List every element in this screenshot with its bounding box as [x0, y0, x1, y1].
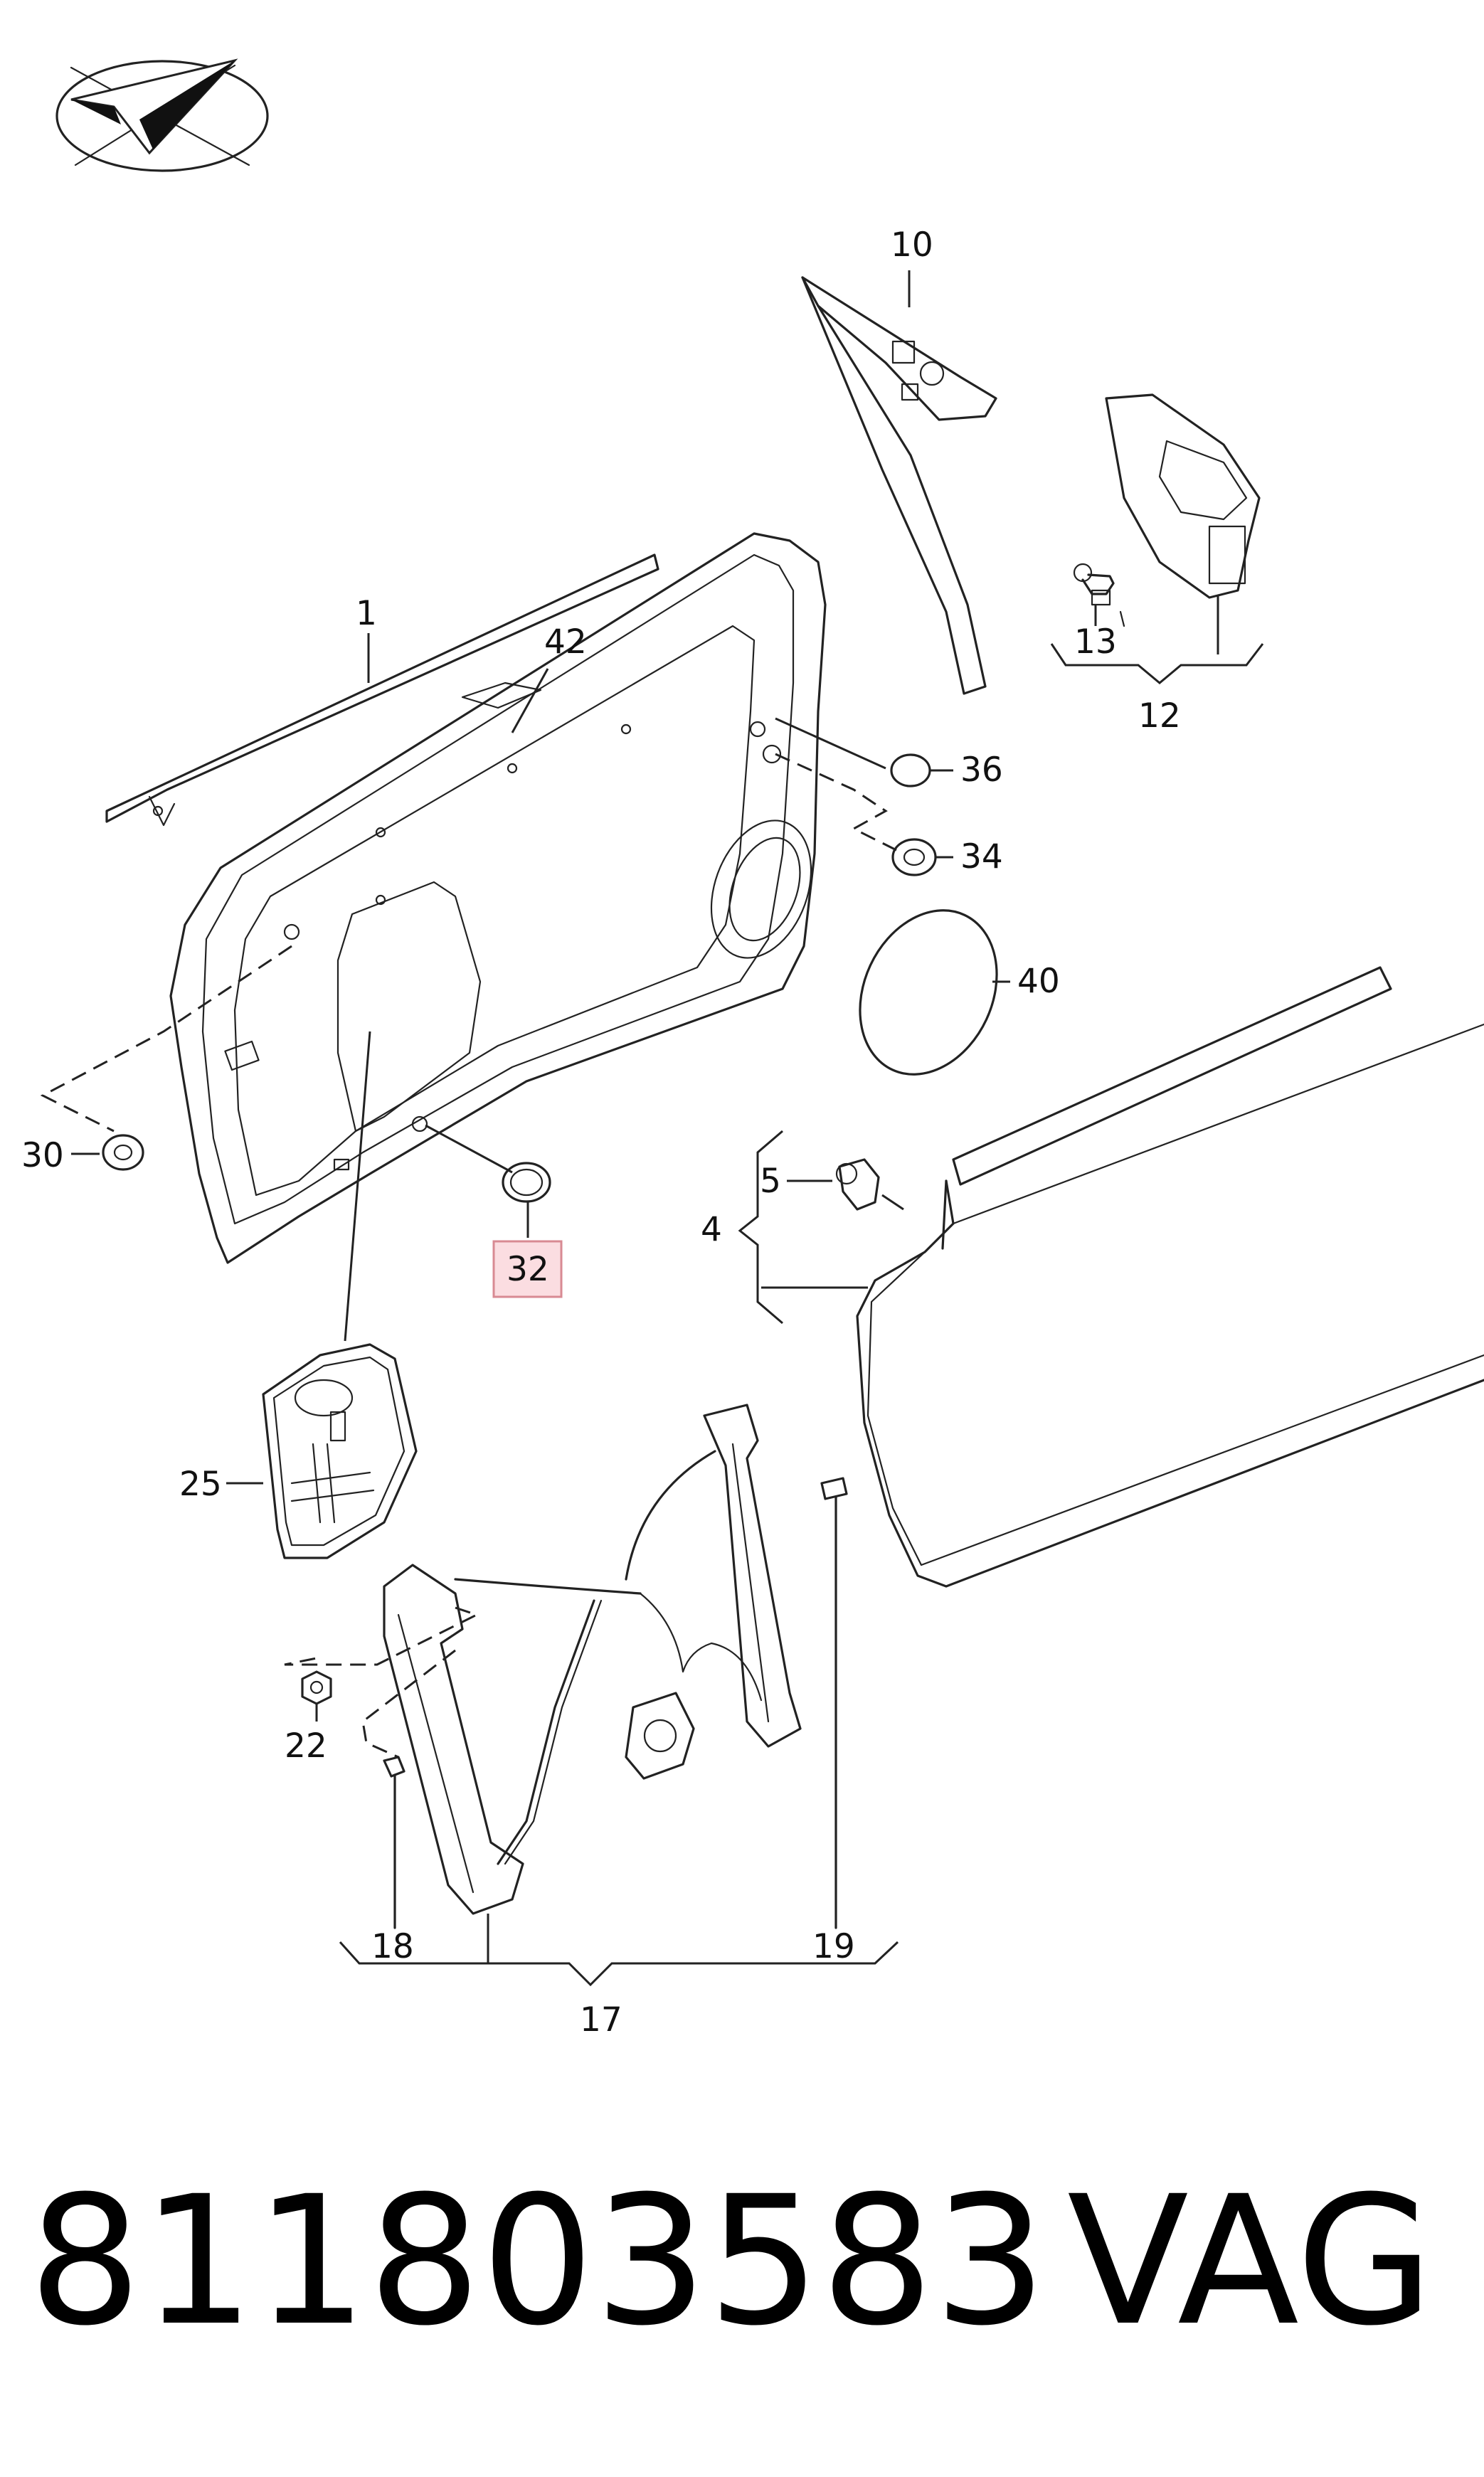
highlight-box-32	[492, 1240, 563, 1298]
brand-name: VAG	[1067, 2158, 1433, 2365]
part-40-foil	[859, 909, 998, 1076]
part-34-grommet	[891, 838, 937, 876]
part-42-label	[461, 681, 542, 709]
part-13-clip	[1073, 563, 1115, 606]
part-17-window-regulator	[383, 1404, 802, 1915]
callout-22: 22	[285, 1727, 327, 1766]
part-32-seal-ring	[502, 1162, 551, 1203]
paper-plane-check-logo-icon	[55, 58, 269, 172]
door-outer-skin	[856, 966, 1484, 1588]
part-36-plug	[890, 753, 931, 787]
part-22-nut	[301, 1670, 332, 1705]
callout-17: 17	[580, 2000, 622, 2040]
part-19-bolt	[820, 1477, 848, 1929]
door-inner-panel	[169, 532, 827, 1264]
callout-40: 40	[1017, 962, 1060, 1001]
part-18-bolt	[383, 1756, 406, 1929]
callout-1: 1	[356, 594, 377, 633]
callout-13: 13	[1074, 622, 1117, 662]
callout-18: 18	[371, 1927, 414, 1966]
callout-labels: 10 1 42 13 12 36 34 40 30 5 4 32 25 22 1…	[21, 226, 1181, 2040]
callout-12: 12	[1138, 696, 1181, 736]
callout-5: 5	[760, 1162, 781, 1201]
callout-10: 10	[891, 226, 933, 265]
part-30-grommet	[102, 1134, 144, 1171]
callout-4: 4	[701, 1210, 722, 1249]
part-12-corner-cover	[1105, 393, 1261, 627]
callout-32: 32	[507, 1250, 549, 1289]
part-25-membrane	[262, 1343, 418, 1559]
callout-30: 30	[21, 1136, 64, 1175]
callout-34: 34	[960, 837, 1003, 876]
callout-36: 36	[960, 750, 1003, 790]
part-1-seal-strip	[105, 553, 659, 827]
part-10-window-trim	[801, 276, 997, 695]
part-5-clip	[835, 1158, 880, 1211]
callout-19: 19	[812, 1927, 855, 1966]
part-number: 811803583	[28, 2158, 1047, 2365]
callout-25: 25	[179, 1465, 222, 1504]
callout-42: 42	[544, 622, 587, 662]
